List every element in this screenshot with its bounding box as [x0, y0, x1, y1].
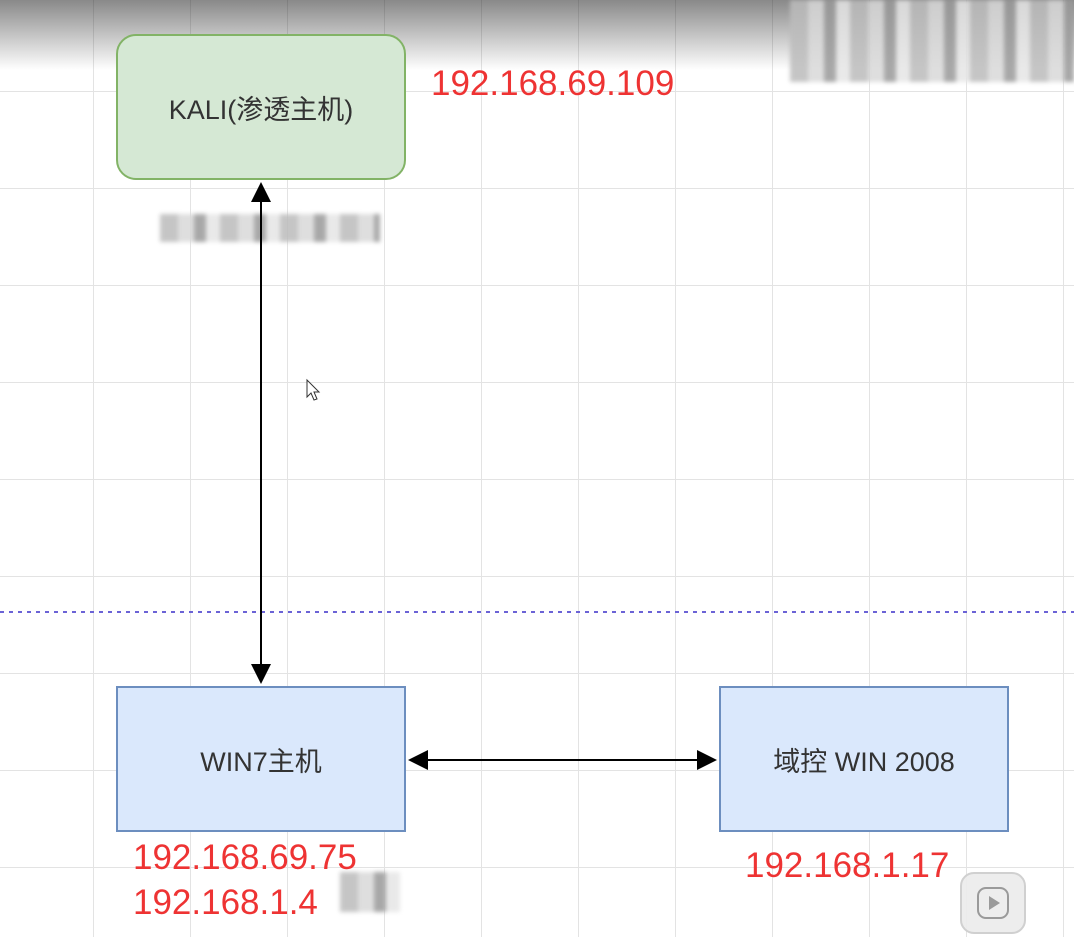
kali-ip-label: 192.168.69.109: [431, 64, 675, 103]
mouse-cursor-icon: [306, 378, 321, 401]
win7-node-label: WIN7主机: [200, 746, 322, 777]
kali-node[interactable]: KALI(渗透主机): [116, 34, 406, 180]
blurred-region-top-right: [790, 0, 1074, 82]
blurred-region-bottom-left: [340, 872, 400, 912]
win7-node[interactable]: WIN7主机: [116, 686, 406, 832]
domain-controller-node-label: 域控 WIN 2008: [773, 746, 955, 777]
win7-ip-label-1: 192.168.69.75: [133, 838, 357, 877]
win7-ip-label-2: 192.168.1.4: [133, 883, 318, 922]
play-button[interactable]: [960, 872, 1026, 934]
domain-controller-ip-label: 192.168.1.17: [745, 846, 950, 885]
domain-controller-node[interactable]: 域控 WIN 2008: [719, 686, 1009, 832]
kali-node-label: KALI(渗透主机): [168, 94, 354, 125]
play-icon: [977, 887, 1009, 919]
